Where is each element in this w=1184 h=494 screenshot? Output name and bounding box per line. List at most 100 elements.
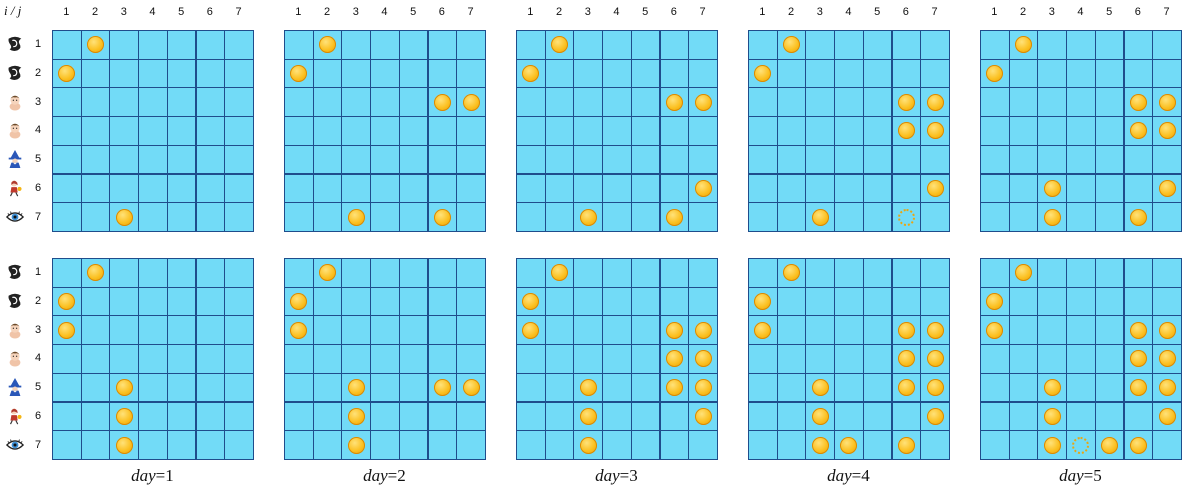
grid-cell — [545, 373, 575, 403]
column-header: 6 — [671, 6, 677, 18]
grid-cell — [81, 315, 111, 345]
column-header: 5 — [874, 6, 880, 18]
coin-icon — [695, 322, 712, 339]
grid-cell — [777, 402, 807, 432]
grid-cell — [834, 202, 864, 232]
grid-cell — [81, 116, 111, 146]
grid-cell — [631, 30, 661, 60]
grid-cell — [224, 145, 254, 175]
grid-cell — [1095, 174, 1125, 204]
grid-cell — [688, 59, 718, 89]
grid-cell — [1037, 344, 1067, 374]
grid-cell — [428, 344, 458, 374]
grid-cell — [196, 30, 226, 60]
grid-cell — [834, 145, 864, 175]
grid-cell — [81, 145, 111, 175]
coin-icon — [927, 350, 944, 367]
grid-cell — [602, 202, 632, 232]
grid-cell — [81, 287, 111, 317]
grid-cell — [1066, 174, 1096, 204]
grid-cell — [1066, 287, 1096, 317]
grid-cell — [631, 430, 661, 460]
grid-cell — [1095, 315, 1125, 345]
grid-cell — [224, 30, 254, 60]
grid-cell — [980, 87, 1010, 117]
grid-cell — [284, 30, 314, 60]
grid-cell — [777, 315, 807, 345]
grid-cell — [863, 287, 893, 317]
grid-cell — [167, 287, 197, 317]
grid-cell — [428, 258, 458, 288]
coin-icon — [754, 322, 771, 339]
grid-cell — [631, 174, 661, 204]
grid-cell — [224, 87, 254, 117]
grid-cell — [920, 59, 950, 89]
grid-cell — [224, 287, 254, 317]
grid-cell — [1009, 344, 1039, 374]
grid-cell — [370, 59, 400, 89]
grid-cell — [428, 30, 458, 60]
grid-cell — [777, 145, 807, 175]
grid-cell — [167, 373, 197, 403]
grid-cell — [167, 87, 197, 117]
grid-cell — [399, 258, 429, 288]
boy-face-icon — [6, 121, 24, 139]
coin-icon — [927, 180, 944, 197]
column-header: 2 — [788, 6, 794, 18]
grid-cell — [138, 87, 168, 117]
grid-cell — [1124, 174, 1154, 204]
column-header: 4 — [613, 6, 619, 18]
coin-icon — [927, 122, 944, 139]
grid-cell — [313, 174, 343, 204]
grid-cell — [1009, 430, 1039, 460]
coin-icon — [434, 209, 451, 226]
grid-cell — [81, 174, 111, 204]
grid-cell — [1037, 287, 1067, 317]
day-label: day=5 — [1059, 466, 1102, 486]
day-label-value: =1 — [156, 466, 174, 485]
coin-icon — [927, 322, 944, 339]
grid-cell — [138, 430, 168, 460]
day-label-var: day — [131, 466, 156, 485]
grid-cell — [573, 258, 603, 288]
grid-cell — [805, 30, 835, 60]
grid-cell — [224, 373, 254, 403]
coin-icon — [898, 322, 915, 339]
grid-cell — [1066, 258, 1096, 288]
coin-icon — [580, 408, 597, 425]
coin-icon — [1130, 322, 1147, 339]
grid-cell — [748, 145, 778, 175]
grid-cell — [573, 59, 603, 89]
grid-cell — [660, 116, 690, 146]
coin-icon — [116, 379, 133, 396]
grid-cell — [1152, 287, 1182, 317]
grid-cell — [313, 59, 343, 89]
grid-cell — [631, 258, 661, 288]
grid-cell — [545, 116, 575, 146]
grid-cell — [892, 287, 922, 317]
grid-cell — [52, 174, 82, 204]
column-header: 6 — [207, 6, 213, 18]
grid-cell — [545, 202, 575, 232]
grid-cell — [138, 287, 168, 317]
grid-cell — [167, 258, 197, 288]
grid-cell — [196, 315, 226, 345]
grid-cell — [1095, 116, 1125, 146]
grid-cell — [284, 202, 314, 232]
row-header: 4 — [35, 124, 41, 136]
grid-cell — [1066, 116, 1096, 146]
grid-cell — [456, 430, 486, 460]
grid-cell — [399, 430, 429, 460]
grid-cell — [834, 30, 864, 60]
grid-cell — [284, 174, 314, 204]
grid-cell — [805, 344, 835, 374]
grid-cell — [834, 174, 864, 204]
row-header: 3 — [35, 324, 41, 336]
column-header: 7 — [931, 6, 937, 18]
coin-icon — [348, 209, 365, 226]
coin-icon — [695, 379, 712, 396]
grid-cell — [52, 430, 82, 460]
grid-cell — [428, 287, 458, 317]
grid-cell — [834, 373, 864, 403]
